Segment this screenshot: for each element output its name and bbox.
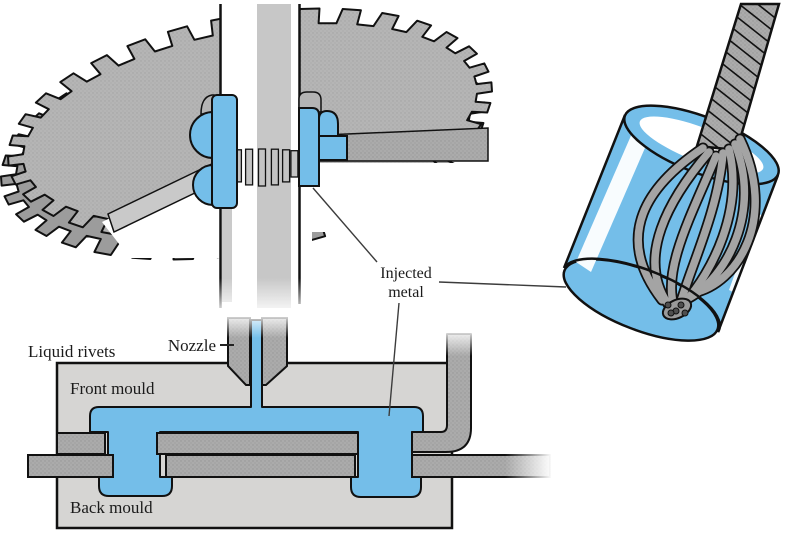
socket-highlight-left bbox=[576, 131, 648, 272]
riveted-workpieces bbox=[27, 333, 551, 478]
lower-sheet-right-fade bbox=[505, 452, 552, 480]
spline-rib bbox=[257, 148, 267, 187]
rope-twist-line bbox=[705, 108, 742, 138]
lower-sheet-left bbox=[27, 454, 114, 478]
injected-metal-hub-right bbox=[298, 107, 348, 187]
leader-to-mould-channel bbox=[388, 302, 400, 417]
splayed-strands bbox=[632, 133, 761, 312]
rope-twist-line bbox=[741, 4, 779, 21]
nozzle-top-fade bbox=[222, 312, 292, 338]
shaft-fade bbox=[215, 278, 305, 316]
strand bbox=[634, 144, 707, 304]
leader-to-gear-hub bbox=[312, 187, 378, 263]
rope-twist-line bbox=[716, 73, 753, 103]
upper-sheet-left bbox=[56, 432, 106, 455]
rope-socket-figure bbox=[562, 2, 781, 342]
spline-rib bbox=[270, 148, 280, 186]
leader-lines bbox=[220, 187, 567, 417]
label-nozzle: Nozzle bbox=[168, 336, 216, 355]
socket-side-left bbox=[562, 114, 627, 269]
rope-twist-line bbox=[708, 96, 746, 126]
gear-shaft-figure bbox=[0, 4, 600, 316]
strand bbox=[667, 152, 720, 310]
rope-twist-line bbox=[723, 49, 760, 79]
label-back-mould: Back mould bbox=[70, 498, 153, 517]
rope-twist-line bbox=[730, 26, 768, 56]
labels: Liquid rivets Nozzle Front mould Back mo… bbox=[28, 265, 432, 517]
rope-twist-line bbox=[712, 84, 749, 114]
rope-twist-line bbox=[738, 4, 775, 33]
strand bbox=[676, 149, 727, 309]
bent-sheet-top-fade bbox=[443, 328, 475, 356]
label-liquid-rivets: Liquid rivets bbox=[28, 342, 115, 361]
spline-rib bbox=[244, 148, 254, 186]
label-injected-metal-line1: Injected bbox=[380, 265, 432, 282]
label-front-mould: Front mould bbox=[70, 379, 155, 398]
rope-twist-line bbox=[719, 61, 757, 91]
rope-twist-line bbox=[734, 14, 771, 44]
lower-sheet-middle bbox=[165, 454, 356, 478]
injected-metal-hub-left bbox=[189, 94, 238, 209]
strand bbox=[689, 135, 759, 297]
strand-bundle-tip bbox=[661, 297, 693, 321]
spline-rib bbox=[281, 149, 291, 183]
rope-twist-line bbox=[697, 131, 735, 150]
hub-boss-left bbox=[200, 94, 215, 115]
rope-twist-line bbox=[727, 38, 764, 68]
socket-bottom-front-rim bbox=[562, 257, 722, 333]
spline-rib bbox=[290, 150, 299, 178]
shaft-far-wall bbox=[222, 186, 232, 302]
upper-sheet-middle bbox=[156, 432, 359, 455]
label-injected-metal-line2: metal bbox=[388, 284, 424, 301]
leader-to-socket bbox=[438, 281, 567, 288]
rope-strand-hatching bbox=[697, 4, 779, 150]
rivet-mould-section bbox=[27, 312, 552, 530]
strand bbox=[651, 148, 713, 308]
